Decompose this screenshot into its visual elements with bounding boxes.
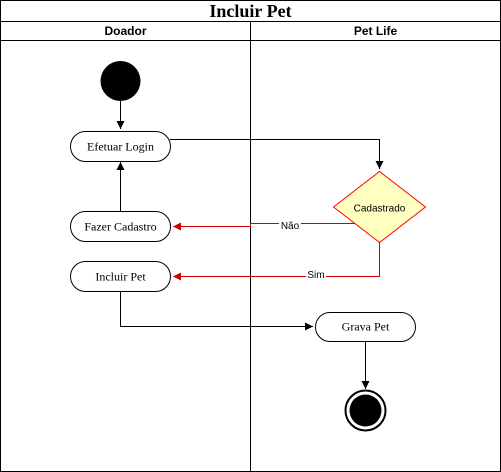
activity-label-efetuar-login: Efetuar Login [87,140,154,154]
decision-cadastrado: Cadastrado [332,170,427,244]
edge-incluir-to-grava [120,291,313,331]
end-node [344,389,387,432]
edge-label-nao: Não [281,221,300,232]
activity-incluir-pet: Incluir Pet [70,261,171,292]
edge-label-sim: Sim [307,270,324,281]
edge-login-to-cadastrado [170,139,384,169]
flow-edges [116,101,384,389]
sim-label-bg [306,268,326,281]
activity-grava-pet: Grava Pet [315,312,416,342]
activity-label-grava-pet: Grava Pet [342,320,390,334]
activity-fazer-cadastro: Fazer Cadastro [70,211,171,242]
edge-sim [173,242,380,281]
nao-label-bg [279,218,301,231]
activity-efetuar-login: Efetuar Login [70,131,171,162]
edge-nao [173,222,355,231]
lane-header-doador: Doador [105,24,147,38]
activity-label-incluir-pet: Incluir Pet [95,270,146,284]
diagram-title: Incluir Pet [209,1,291,21]
lane-header-pet-life: Pet Life [354,24,398,38]
start-node [100,61,141,101]
activity-label-fazer-cadastro: Fazer Cadastro [84,220,156,234]
decision-label-cadastrado: Cadastrado [354,204,406,215]
